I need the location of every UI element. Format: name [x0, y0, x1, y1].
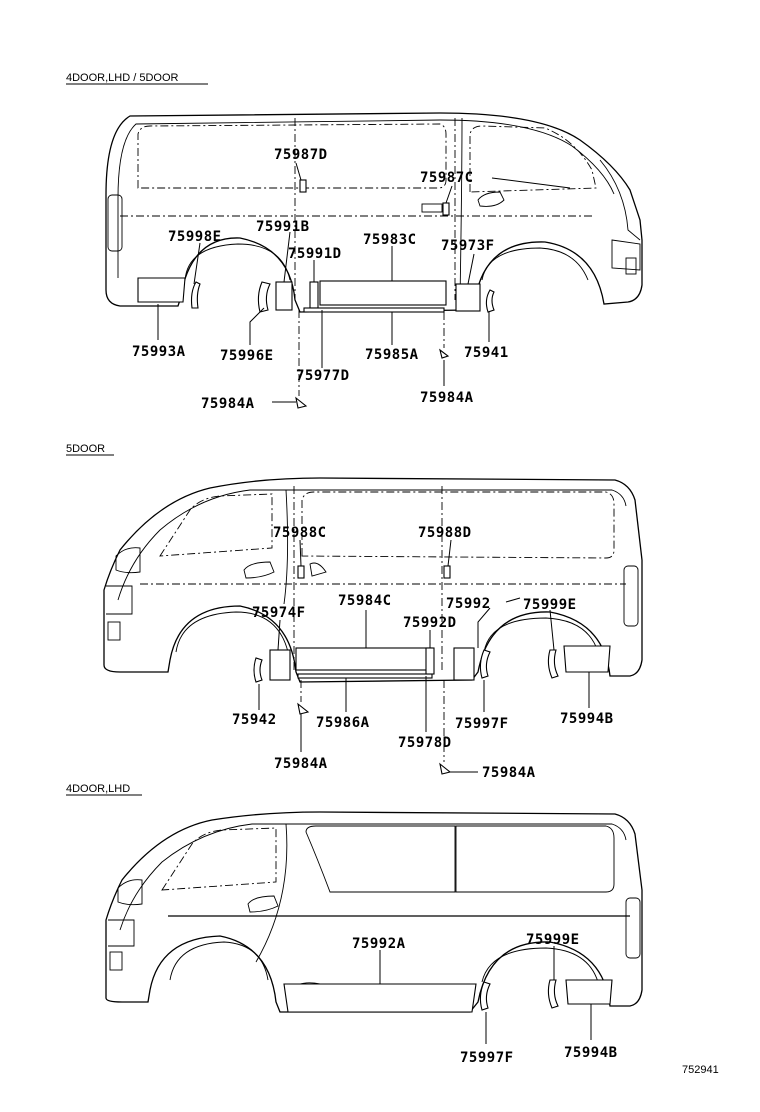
label-75978d: 75978D	[398, 735, 452, 751]
part-75987c	[442, 202, 450, 216]
diagram-reference-number: 752941	[682, 1064, 719, 1076]
part-75998e	[190, 281, 201, 309]
leaders-1	[157, 162, 571, 403]
label-75993a: 75993A	[132, 344, 186, 360]
label-75973f: 75973F	[441, 238, 495, 254]
labels-1: 75987D 75987C 75991B 75998E 75991D 75983…	[132, 147, 509, 412]
part-75984a-right	[439, 348, 450, 359]
part-75991b	[275, 281, 293, 311]
part-75988d	[443, 565, 451, 579]
part-75997f	[479, 649, 491, 679]
label-75997f-s3: 75997F	[460, 1050, 514, 1066]
label-75987d: 75987D	[274, 147, 328, 163]
van-right-side-view-5door	[103, 477, 643, 775]
part-75999e	[547, 649, 559, 679]
part-75986a	[297, 673, 433, 679]
label-75987c: 75987C	[420, 170, 474, 186]
van-right-side-view-4door	[105, 811, 643, 1013]
section-4door-lhd: 4DOOR,LHD	[66, 783, 643, 1066]
label-75991b: 75991B	[256, 219, 310, 235]
label-75984a-s2-left: 75984A	[274, 756, 328, 772]
label-75988c: 75988C	[273, 525, 327, 541]
van-left-side-view	[105, 112, 643, 409]
part-75942	[253, 657, 263, 683]
label-75986a: 75986A	[316, 715, 370, 731]
label-75998e: 75998E	[168, 229, 222, 245]
label-75941: 75941	[464, 345, 509, 361]
leaders-3	[379, 946, 592, 1044]
label-75985a: 75985A	[365, 347, 419, 363]
part-75984a-left	[295, 396, 308, 409]
label-75984c: 75984C	[338, 593, 392, 609]
part-75985a	[303, 307, 445, 313]
part-75973f	[455, 283, 481, 312]
part-75987d	[299, 179, 307, 193]
section-4door-lhd-5door: 4DOOR,LHD / 5DOOR	[66, 72, 643, 412]
part-75992d	[425, 647, 435, 675]
label-75992: 75992	[446, 596, 491, 612]
part-75994b	[563, 645, 611, 673]
label-75994b-s2: 75994B	[560, 711, 614, 727]
part-75993a	[137, 277, 186, 303]
label-75999e-s3: 75999E	[526, 932, 580, 948]
part-75983c	[319, 280, 447, 306]
label-75984a-s2-right: 75984A	[482, 765, 536, 781]
label-75992a: 75992A	[352, 936, 406, 952]
section-title-1: 4DOOR,LHD / 5DOOR	[66, 72, 179, 84]
part-75994b-s3	[565, 979, 613, 1005]
part-75941	[485, 289, 495, 313]
label-75988d: 75988D	[418, 525, 472, 541]
label-75991d: 75991D	[288, 246, 342, 262]
part-75996e	[257, 281, 271, 313]
part-75991d	[309, 281, 319, 309]
part-75984a-s2-left	[297, 702, 310, 715]
label-75942: 75942	[232, 712, 277, 728]
label-75992d: 75992D	[403, 615, 457, 631]
label-75977d: 75977D	[296, 368, 350, 384]
section-5door: 5DOOR	[66, 443, 643, 781]
part-75974f	[269, 649, 291, 681]
label-75984a-s1-right: 75984A	[420, 390, 474, 406]
part-75999e-s3	[547, 979, 559, 1009]
label-75999e-s2: 75999E	[523, 597, 577, 613]
leaders-2	[258, 539, 590, 773]
section-title-3: 4DOOR,LHD	[66, 783, 130, 795]
label-75997f-s2: 75997F	[455, 716, 509, 732]
labels-3: 75992A 75999E 75997F 75994B	[352, 932, 618, 1066]
part-75988c	[297, 565, 305, 579]
part-75992	[453, 647, 475, 681]
label-75994b-s3: 75994B	[564, 1045, 618, 1061]
section-title-2: 5DOOR	[66, 443, 105, 455]
part-75997f-s3	[479, 981, 491, 1011]
label-75984a-s1-left: 75984A	[201, 396, 255, 412]
label-75983c: 75983C	[363, 232, 417, 248]
labels-2: 75988C 75988D 75974F 75984C 75992 75999E…	[232, 525, 614, 781]
label-75974f: 75974F	[252, 605, 306, 621]
label-75996e: 75996E	[220, 348, 274, 364]
part-75984c	[295, 647, 433, 671]
part-75984a-s2-right	[439, 762, 452, 775]
part-75992a	[283, 983, 477, 1013]
